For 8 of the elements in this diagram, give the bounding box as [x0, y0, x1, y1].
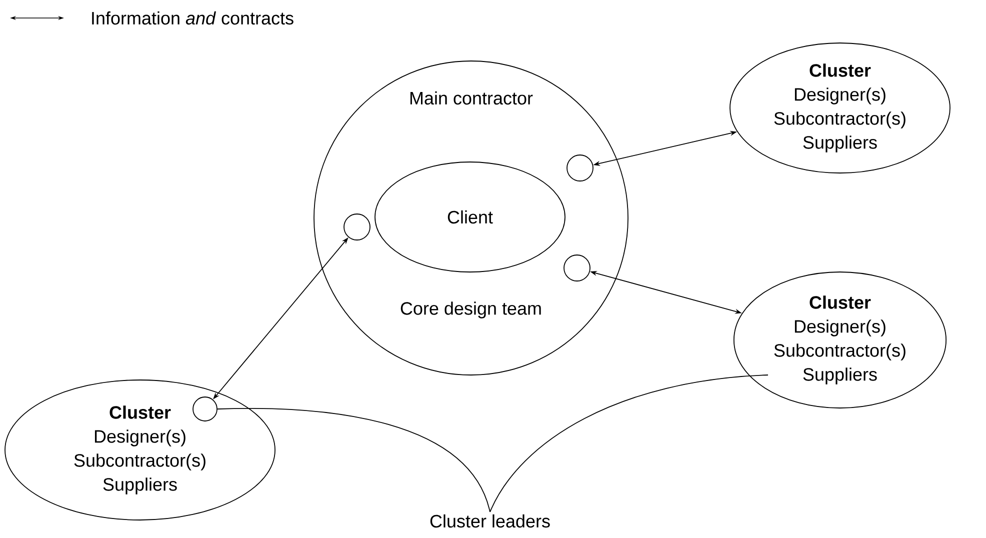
- leader-line: [490, 374, 768, 512]
- small-circle: [344, 214, 370, 240]
- leader-line: [217, 408, 490, 512]
- leader-text: Cluster leaders: [430, 514, 550, 528]
- legend-text: Information and contracts: [92, 11, 294, 25]
- small-circle: [566, 154, 594, 182]
- small-circle: [192, 396, 218, 422]
- small-circle: [564, 254, 590, 282]
